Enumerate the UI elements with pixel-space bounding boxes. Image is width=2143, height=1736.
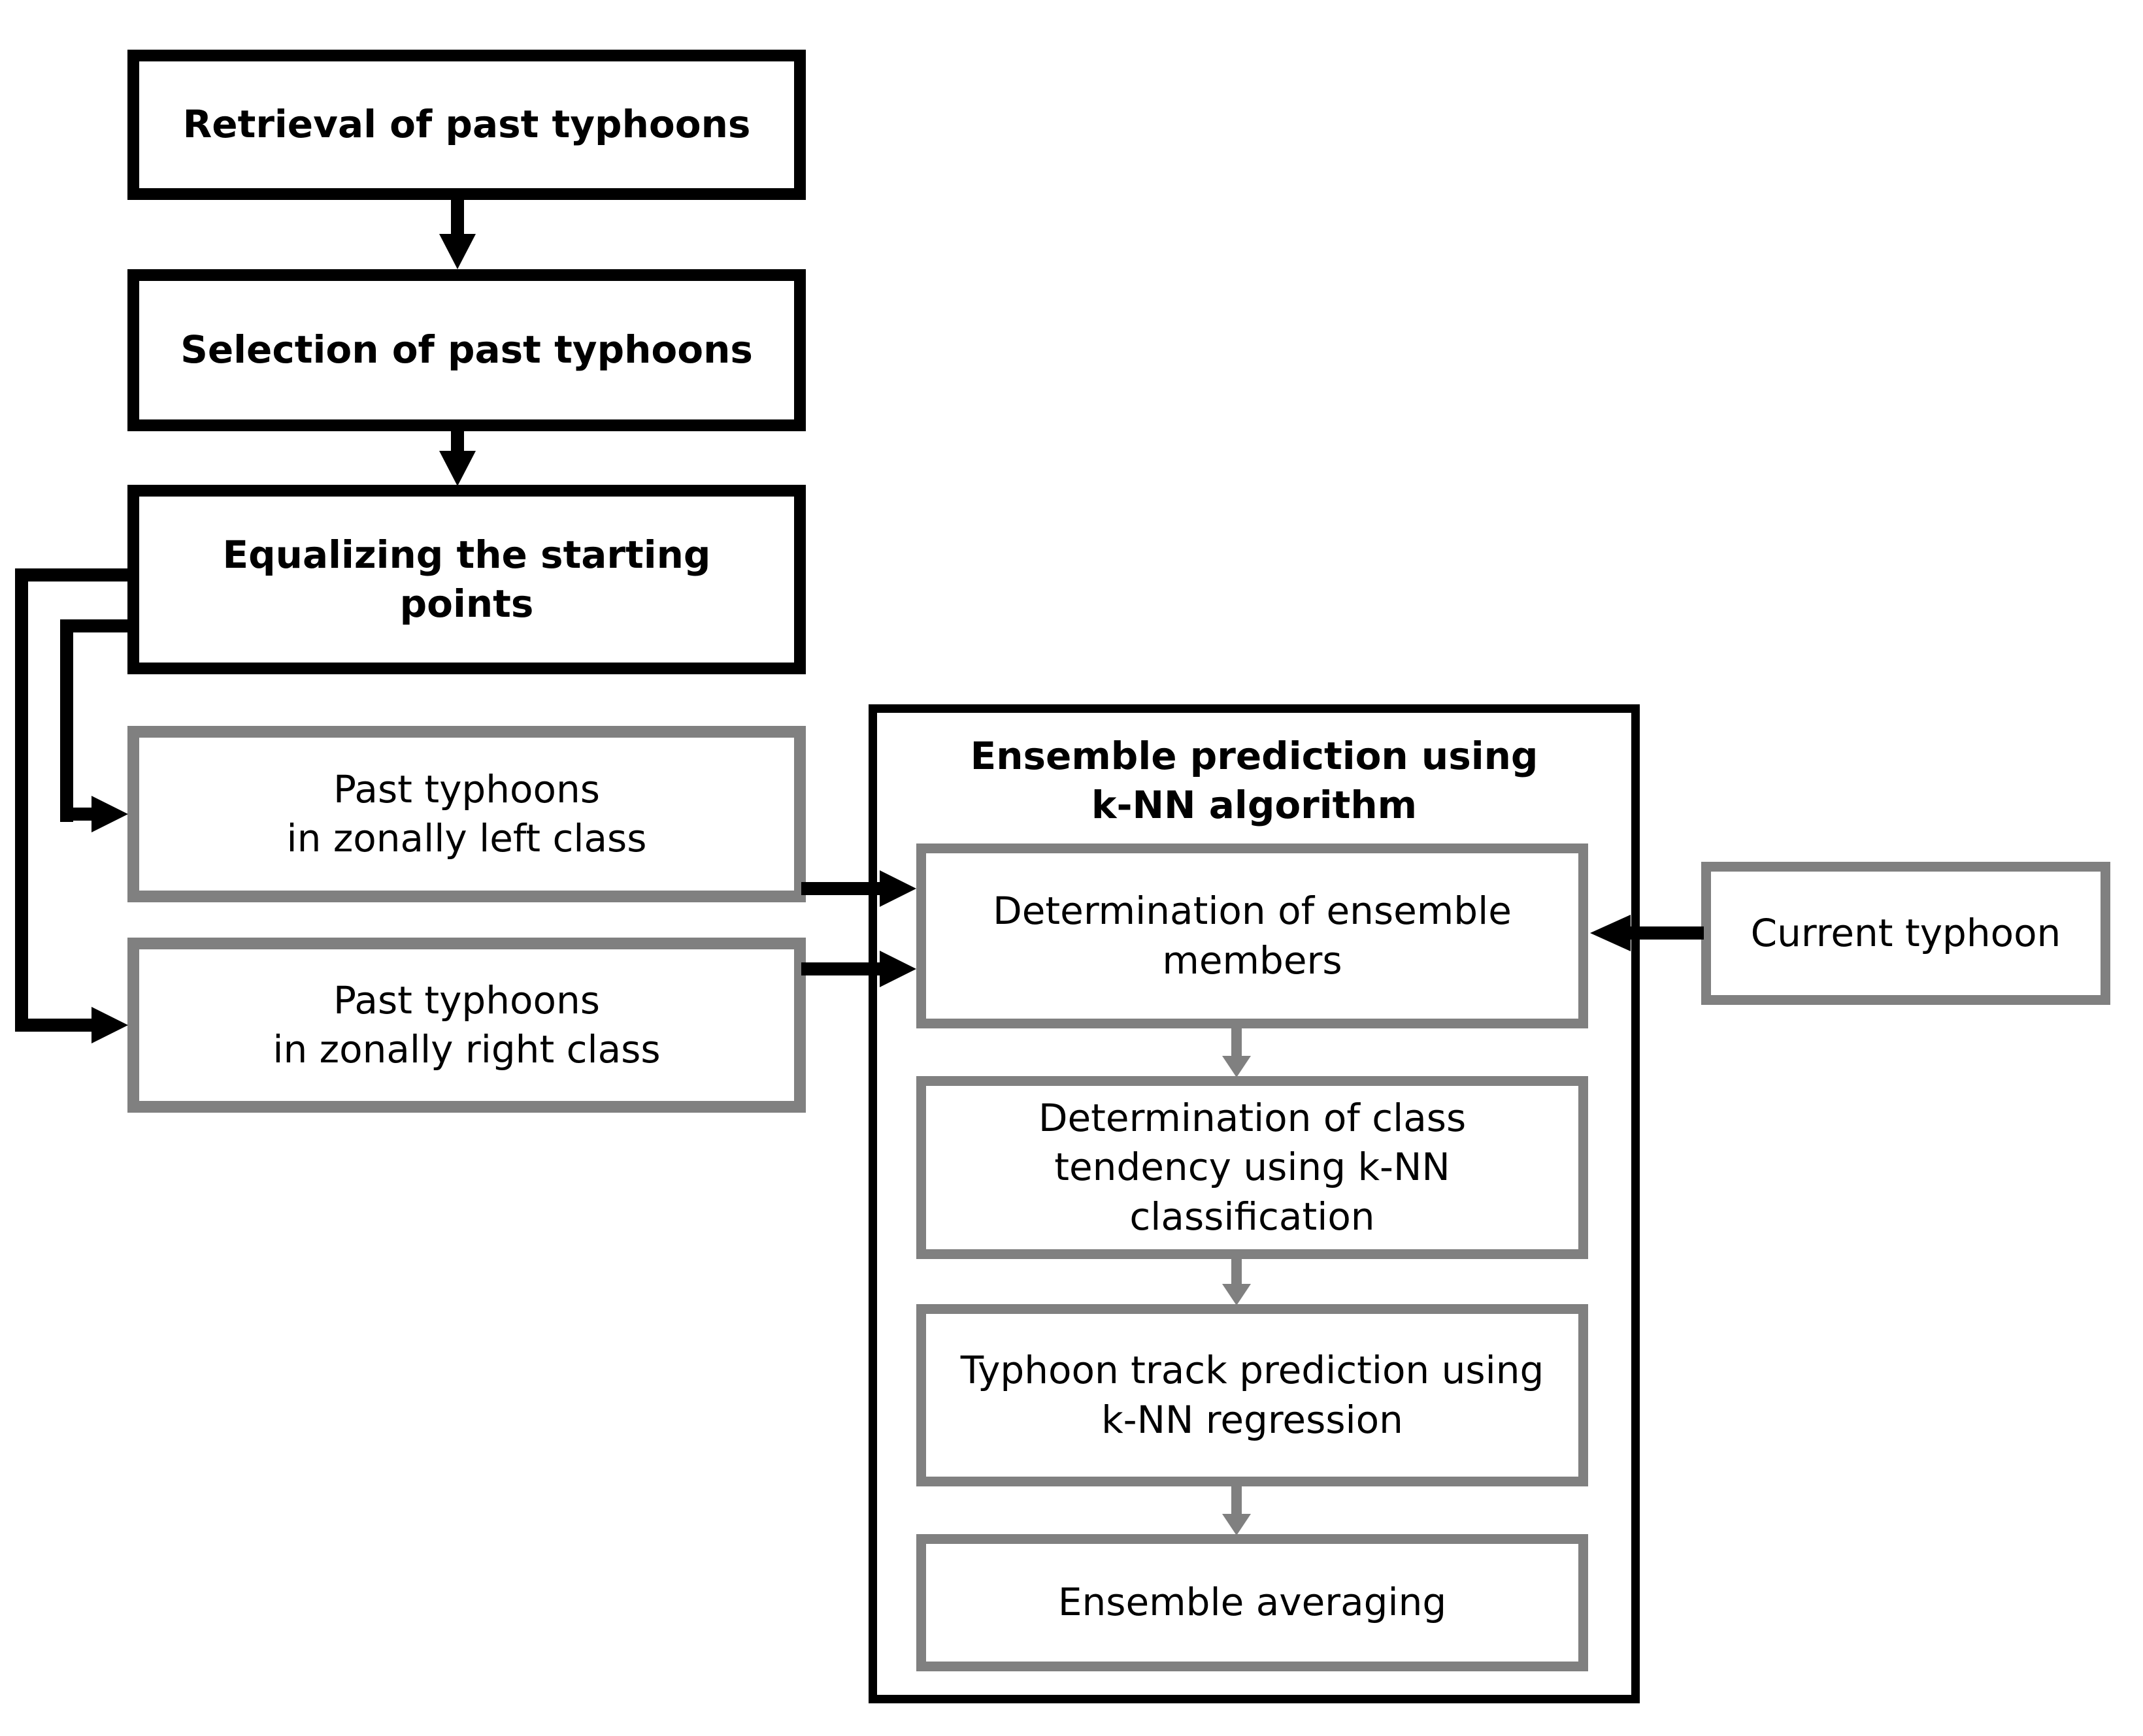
arrow-shaft xyxy=(451,431,464,451)
ensemble-members-box: Determination of ensemble members xyxy=(916,843,1588,1028)
arrow-down-head xyxy=(439,234,476,269)
arrow-shaft xyxy=(1231,1028,1242,1056)
ensemble-title: Ensemble prediction using k-NN algorithm xyxy=(970,733,1538,827)
equalizing-box: Equalizing the starting points xyxy=(127,485,806,674)
arrow-right-head xyxy=(880,951,916,987)
arrow-down-head xyxy=(1222,1284,1251,1305)
arrow-shaft xyxy=(1231,1259,1242,1284)
zonally-left-class-box: Past typhoons in zonally left class xyxy=(127,726,806,902)
arrow-down-head xyxy=(439,451,476,486)
arrow-left-head xyxy=(1590,915,1631,951)
arrow-shaft xyxy=(801,882,880,895)
current-typhoon-box: Current typhoon xyxy=(1701,862,2110,1005)
arrow-shaft xyxy=(801,962,880,975)
arrow-right-head xyxy=(91,1007,128,1043)
class-tendency-box: Determination of class tendency using k-… xyxy=(916,1076,1588,1259)
arrow-shaft xyxy=(1231,1486,1242,1514)
connector-segment xyxy=(60,619,73,822)
connector-segment xyxy=(15,568,132,581)
ensemble-averaging-box: Ensemble averaging xyxy=(916,1534,1588,1671)
arrow-right-head xyxy=(91,796,128,832)
track-prediction-box: Typhoon track prediction using k-NN regr… xyxy=(916,1304,1588,1486)
connector-segment xyxy=(15,568,28,1032)
connector-segment xyxy=(60,619,132,632)
arrow-right-head xyxy=(880,870,916,907)
arrow-down-head xyxy=(1222,1056,1251,1077)
retrieval-box: Retrieval of past typhoons xyxy=(127,50,806,200)
selection-box: Selection of past typhoons xyxy=(127,269,806,431)
arrow-shaft xyxy=(451,200,464,234)
connector-segment xyxy=(60,808,91,821)
arrow-shaft xyxy=(1631,926,1704,940)
arrow-down-head xyxy=(1222,1514,1251,1535)
connector-segment xyxy=(15,1019,91,1032)
zonally-right-class-box: Past typhoons in zonally right class xyxy=(127,938,806,1113)
